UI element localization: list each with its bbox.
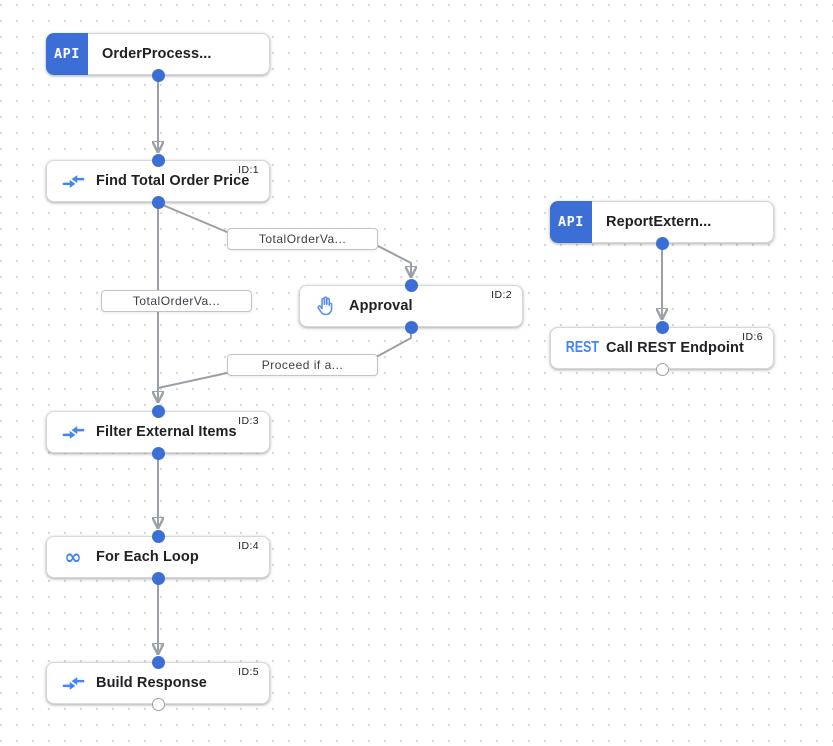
node-task-call-rest-endpoint[interactable]: ID:6 REST Call REST Endpoint (550, 327, 774, 369)
input-port-build-response[interactable] (151, 655, 165, 669)
node-task-for-each-loop[interactable]: ID:4 ∞ For Each Loop (46, 536, 270, 578)
input-port-for-each-loop[interactable] (151, 529, 165, 543)
output-port-trigger-reportexternal[interactable] (655, 236, 669, 250)
data-mapping-icon (60, 675, 86, 692)
task-id-label: ID:4 (238, 540, 259, 552)
output-port-build-response-open[interactable] (151, 697, 165, 711)
input-port-call-rest-endpoint[interactable] (655, 320, 669, 334)
node-trigger-reportexternal[interactable]: API ReportExtern... (550, 200, 774, 243)
task-id-label: ID:3 (238, 415, 259, 427)
for-each-loop-icon: ∞ (64, 544, 82, 569)
task-id-label: ID:2 (491, 289, 512, 301)
input-port-approval[interactable] (404, 278, 418, 292)
data-mapping-icon (60, 173, 86, 190)
input-port-filter-external-items[interactable] (151, 404, 165, 418)
node-task-find-total-order-price[interactable]: ID:1 Find Total Order Price (46, 160, 270, 202)
node-title: ReportExtern... (606, 214, 712, 230)
task-id-label: ID:5 (238, 666, 259, 678)
node-title: Build Response (96, 675, 207, 691)
node-title: Call REST Endpoint (606, 340, 744, 356)
output-port-approval[interactable] (404, 320, 418, 334)
node-title: Find Total Order Price (96, 173, 250, 189)
approval-hand-icon (313, 295, 339, 317)
node-task-approval[interactable]: ID:2 Approval (299, 285, 523, 327)
edge-approval-to-filter[interactable] (157, 327, 412, 389)
api-trigger-badge: API (550, 200, 592, 243)
output-port-trigger-orderprocess[interactable] (151, 68, 165, 82)
api-trigger-badge: API (46, 32, 88, 75)
edge-label-approval-to-filter[interactable]: Proceed if a... (227, 354, 378, 376)
node-title: Approval (349, 298, 413, 314)
edge-find-to-approval[interactable] (157, 202, 411, 276)
data-mapping-icon (60, 424, 86, 441)
edge-label-find-to-filter[interactable]: TotalOrderVa... (101, 290, 252, 312)
output-port-for-each-loop[interactable] (151, 571, 165, 585)
node-title: Filter External Items (96, 424, 237, 440)
rest-icon: REST (565, 339, 599, 356)
input-port-find-total-order-price[interactable] (151, 153, 165, 167)
node-title: OrderProcess... (102, 46, 212, 62)
edge-label-find-to-approval[interactable]: TotalOrderVa... (227, 228, 378, 250)
node-trigger-orderprocess[interactable]: API OrderProcess... (46, 32, 270, 75)
task-id-label: ID:1 (238, 164, 259, 176)
node-task-filter-external-items[interactable]: ID:3 Filter External Items (46, 411, 270, 453)
output-port-call-rest-endpoint-open[interactable] (655, 362, 669, 376)
output-port-find-total-order-price[interactable] (151, 195, 165, 209)
node-title: For Each Loop (96, 549, 199, 565)
output-port-filter-external-items[interactable] (151, 446, 165, 460)
node-task-build-response[interactable]: ID:5 Build Response (46, 662, 270, 704)
task-id-label: ID:6 (742, 331, 763, 343)
